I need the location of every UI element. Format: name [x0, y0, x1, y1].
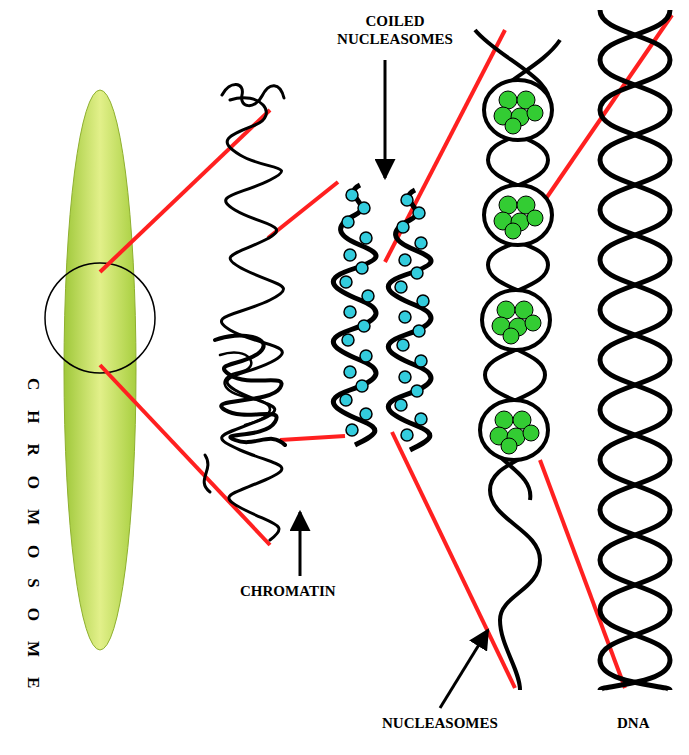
- nucleosome-strands: [475, 30, 560, 690]
- zoom-circle: [45, 263, 155, 373]
- chromatin-fibre: [204, 84, 285, 540]
- part-label: NUCLEASOMES: [382, 714, 498, 732]
- pointer-arrows: [300, 60, 488, 708]
- part-label: CHROMATIN: [240, 582, 336, 600]
- chromosome-shape: [64, 90, 136, 650]
- part-label: DNA: [617, 714, 650, 732]
- zoom-lines: [100, 15, 672, 688]
- coiled-beads: [340, 189, 429, 441]
- part-label: COILED NUCLEASOMES: [330, 12, 460, 48]
- coiled-fibre: [333, 185, 431, 450]
- nucleosome-beads: [480, 80, 552, 460]
- dna-helix: [600, 10, 670, 690]
- part-label: CHROMOSOME: [24, 378, 42, 708]
